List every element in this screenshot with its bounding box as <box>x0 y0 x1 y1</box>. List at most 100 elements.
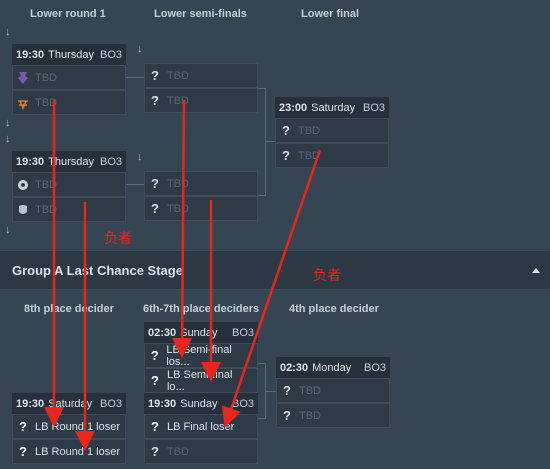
team-slot[interactable]: ? TBD <box>276 403 390 428</box>
match-header: 19:30 Sunday BO3 <box>144 393 258 414</box>
unknown-team-icon: ? <box>151 201 159 216</box>
team-name: TBD <box>167 445 189 458</box>
team-logo-icon <box>17 178 29 192</box>
arrow-down-icon: ↓ <box>5 133 11 145</box>
team-name: TBD <box>167 177 189 190</box>
team-slot[interactable]: ? TBD <box>144 439 258 464</box>
arrow-down-icon: ↓ <box>5 224 11 236</box>
arrow-down-icon: ↓ <box>5 117 11 129</box>
group-title: Group A Last Chance Stage <box>12 263 183 278</box>
team-slot[interactable]: ? LB Final loser <box>144 414 258 439</box>
unknown-team-icon: ? <box>151 444 159 459</box>
match-time: 23:00 <box>279 101 308 114</box>
bracket-connector <box>126 184 144 185</box>
team-slot[interactable]: ? LB Semi-final los... <box>144 343 258 368</box>
match-format: BO3 <box>99 397 122 410</box>
team-name: TBD <box>35 203 57 216</box>
team-name: LB Final loser <box>167 420 235 433</box>
match-day: Thursday <box>48 155 94 168</box>
unknown-team-icon: ? <box>151 373 159 388</box>
round-title-4th-place-decider: 4th place decider <box>289 303 379 315</box>
unknown-team-icon: ? <box>150 348 159 363</box>
team-name: TBD <box>35 96 57 109</box>
unknown-team-icon: ? <box>151 93 159 108</box>
match-header: 02:30 Monday BO3 <box>276 357 390 378</box>
unknown-team-icon: ? <box>151 68 159 83</box>
bracket-connector <box>126 77 144 78</box>
match-header: 19:30 Thursday BO3 <box>12 151 126 172</box>
team-name: LB Semi-final los... <box>166 343 232 368</box>
unknown-team-icon: ? <box>19 419 27 434</box>
team-slot[interactable]: ? TBD <box>275 118 389 143</box>
team-name: TBD <box>167 69 189 82</box>
bracket-connector <box>258 88 266 196</box>
group-header[interactable]: Group A Last Chance Stage <box>0 250 550 290</box>
bracket-connector <box>266 391 276 392</box>
team-slot[interactable]: ? LB Semi-final lo... <box>144 368 258 393</box>
match-header: 19:30 Saturday BO3 <box>12 393 126 414</box>
match-header: 23:00 Saturday BO3 <box>275 97 389 118</box>
match-header: 02:30 Sunday BO3 <box>144 322 258 343</box>
team-name: LB Round 1 loser <box>35 445 120 458</box>
match-day: Sunday <box>180 397 218 410</box>
match-6th-7th-decider-1[interactable]: 02:30 Sunday BO3 ? LB Semi-final los... … <box>144 322 258 393</box>
match-lower-semi-final-1[interactable]: ? TBD ? TBD <box>144 63 258 113</box>
annotation-label-loser: 负者 <box>313 268 341 284</box>
match-day: Saturday <box>311 101 356 114</box>
team-slot[interactable]: TBD <box>12 90 126 115</box>
team-logo-icon <box>17 203 29 217</box>
match-lower-semi-final-2[interactable]: ? TBD ? TBD <box>144 171 258 221</box>
match-format: BO3 <box>231 326 254 339</box>
team-name: TBD <box>298 149 320 162</box>
collapse-icon[interactable] <box>530 264 542 276</box>
match-time: 19:30 <box>16 155 45 168</box>
match-time: 02:30 <box>280 361 309 374</box>
team-name: TBD <box>299 409 321 422</box>
arrow-down-icon: ↓ <box>137 151 143 163</box>
match-day: Saturday <box>48 397 93 410</box>
match-format: BO3 <box>99 48 122 61</box>
unknown-team-icon: ? <box>19 444 27 459</box>
team-slot[interactable]: ? TBD <box>144 88 258 113</box>
match-4th-place-decider[interactable]: 02:30 Monday BO3 ? TBD ? TBD <box>276 357 390 428</box>
round-title-8th-place-decider: 8th place decider <box>24 303 114 315</box>
team-name: TBD <box>299 384 321 397</box>
team-slot[interactable]: ? TBD <box>275 143 389 168</box>
team-name: TBD <box>167 202 189 215</box>
match-time: 02:30 <box>148 326 177 339</box>
team-name: TBD <box>167 94 189 107</box>
team-name: TBD <box>35 178 57 191</box>
unknown-team-icon: ? <box>282 148 290 163</box>
unknown-team-icon: ? <box>283 408 291 423</box>
match-format: BO3 <box>362 101 385 114</box>
team-slot[interactable]: TBD <box>12 65 126 90</box>
unknown-team-icon: ? <box>151 419 159 434</box>
unknown-team-icon: ? <box>151 176 159 191</box>
team-slot[interactable]: TBD <box>12 197 126 222</box>
team-slot[interactable]: ? TBD <box>144 196 258 221</box>
match-time: 19:30 <box>148 397 177 410</box>
arrow-down-icon: ↓ <box>5 26 11 38</box>
unknown-team-icon: ? <box>283 383 291 398</box>
team-slot[interactable]: ? TBD <box>276 378 390 403</box>
match-8th-place-decider[interactable]: 19:30 Saturday BO3 ? LB Round 1 loser ? … <box>12 393 126 464</box>
match-lower-round-1-2[interactable]: 19:30 Thursday BO3 TBD TBD <box>12 151 126 222</box>
round-title-lower-final: Lower final <box>301 8 360 20</box>
match-format: BO3 <box>231 397 254 410</box>
team-slot[interactable]: ? TBD <box>144 171 258 196</box>
team-slot[interactable]: ? TBD <box>144 63 258 88</box>
team-slot[interactable]: TBD <box>12 172 126 197</box>
bracket-connector <box>266 141 275 142</box>
match-6th-7th-decider-2[interactable]: 19:30 Sunday BO3 ? LB Final loser ? TBD <box>144 393 258 464</box>
match-day: Monday <box>312 361 352 374</box>
team-slot[interactable]: ? LB Round 1 loser <box>12 439 126 464</box>
team-name: TBD <box>298 124 320 137</box>
unknown-team-icon: ? <box>282 123 290 138</box>
match-lower-final[interactable]: 23:00 Saturday BO3 ? TBD ? TBD <box>275 97 389 168</box>
match-header: 19:30 Thursday BO3 <box>12 44 126 65</box>
match-time: 19:30 <box>16 397 45 410</box>
annotation-label-loser: 负者 <box>104 231 132 247</box>
match-lower-round-1-1[interactable]: 19:30 Thursday BO3 TBD TBD <box>12 44 126 115</box>
round-title-6th-7th-place-deciders: 6th-7th place deciders <box>143 303 260 315</box>
team-slot[interactable]: ? LB Round 1 loser <box>12 414 126 439</box>
